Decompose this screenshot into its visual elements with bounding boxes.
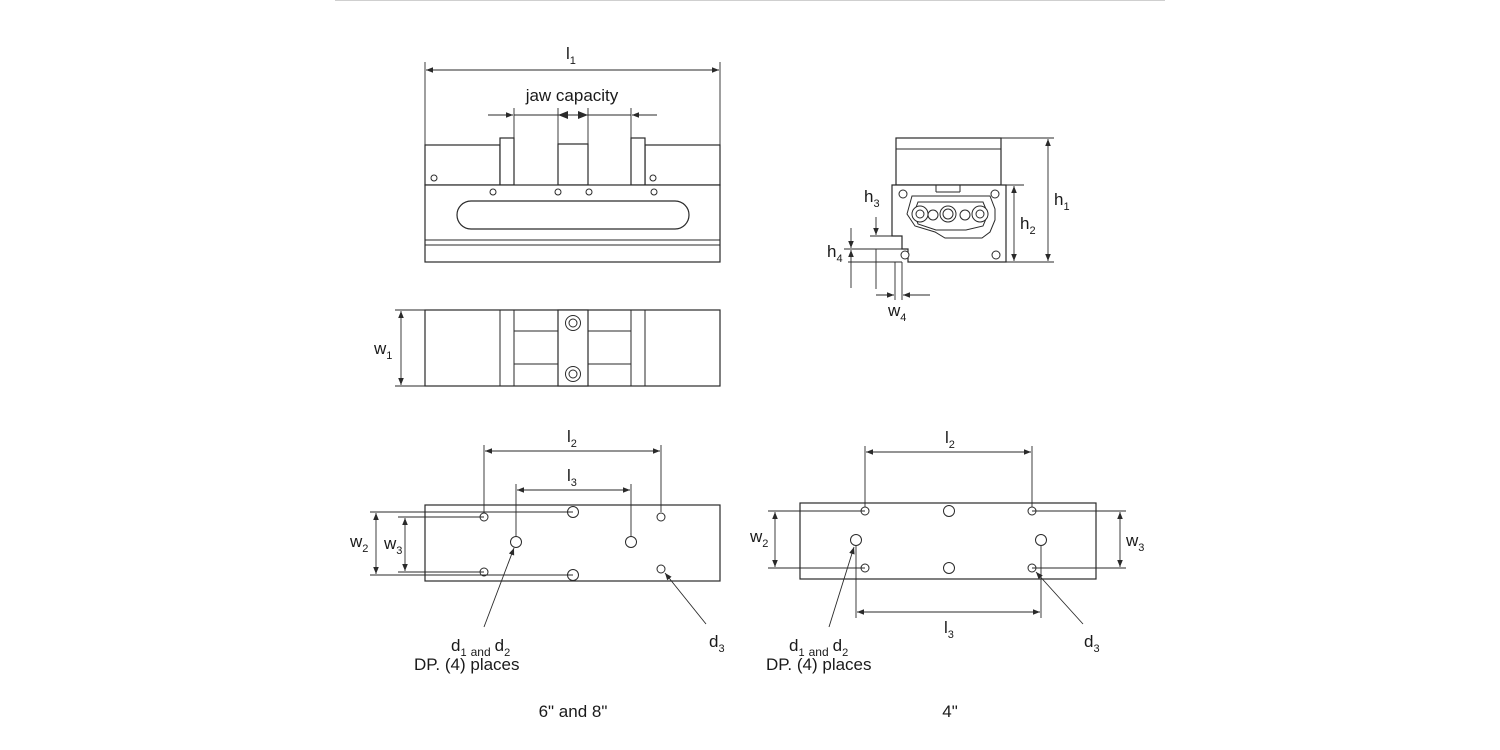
hole (430, 174, 438, 182)
center-jaw (557, 143, 589, 186)
right-jaw (630, 137, 646, 186)
front-view: l1 jaw capacity (424, 44, 721, 263)
hole (489, 188, 497, 196)
hole (585, 188, 593, 196)
w2-label: w2 (749, 527, 768, 550)
w3-label: w3 (383, 534, 402, 557)
l2-label: l2 (567, 427, 577, 450)
l3-label: l3 (944, 618, 954, 641)
hole (650, 188, 658, 196)
l2-label: l2 (945, 428, 955, 451)
side-view: h1 h2 h3 h4 w4 (827, 137, 1070, 324)
h1-label: h1 (1054, 190, 1070, 213)
hole (554, 188, 562, 196)
h3-label: h3 (864, 187, 880, 210)
d3-label: d3 (709, 632, 725, 655)
front-slot (456, 200, 690, 230)
side-top-block (895, 137, 1002, 186)
w4-label: w4 (887, 301, 906, 324)
dp-places-label: DP. (4) places (414, 655, 520, 674)
top-view: w1 (373, 309, 721, 387)
h2-label: h2 (1020, 214, 1036, 237)
h4-label: h4 (827, 242, 843, 265)
w2-label: w2 (349, 532, 368, 555)
side-body (891, 184, 1007, 263)
w1-label: w1 (373, 339, 392, 362)
hole (649, 174, 657, 182)
left-jaw (499, 137, 515, 186)
d3-label: d3 (1084, 632, 1100, 655)
w3-label: w3 (1125, 531, 1144, 554)
caption-4: 4" (942, 702, 958, 721)
jaw-capacity-label: jaw capacity (525, 86, 619, 105)
dp-places-label: DP. (4) places (766, 655, 872, 674)
side-pocket (906, 195, 996, 239)
l3-label: l3 (567, 466, 577, 489)
l1-label: l1 (566, 44, 576, 67)
caption-6-8: 6" and 8" (539, 702, 608, 721)
right-end-block (644, 144, 721, 186)
